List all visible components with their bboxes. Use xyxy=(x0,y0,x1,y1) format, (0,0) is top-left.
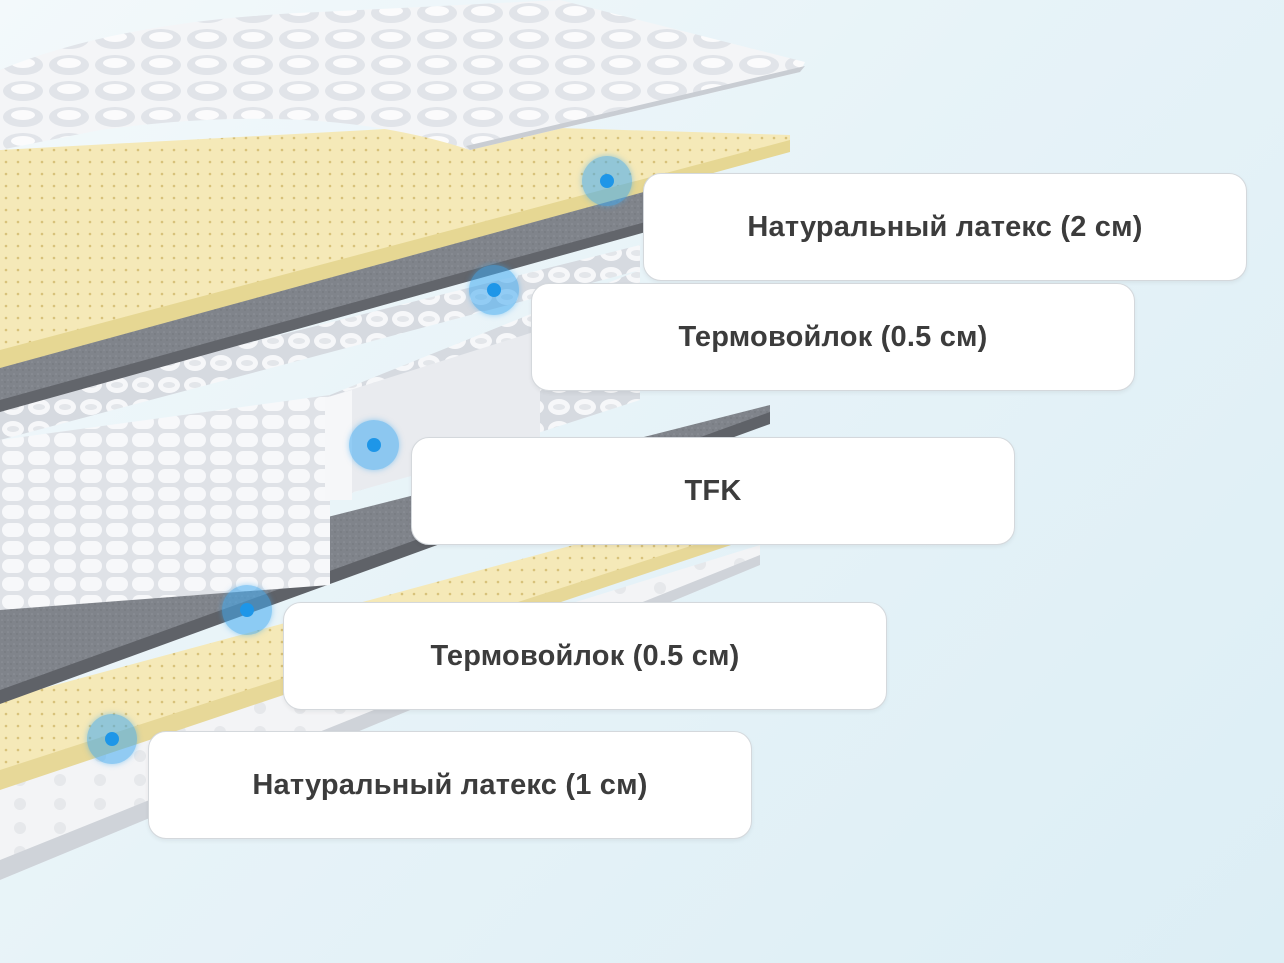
layer-label-bottom-latex: Натуральный латекс (1 см) xyxy=(148,731,752,839)
layer-label-text: Термовойлок (0.5 см) xyxy=(678,321,987,354)
layer-marker-1[interactable] xyxy=(582,156,632,206)
layer-marker-5[interactable] xyxy=(87,714,137,764)
layer-label-text: Натуральный латекс (1 см) xyxy=(252,769,647,802)
layer-label-upper-felt: Термовойлок (0.5 см) xyxy=(531,283,1135,391)
top-quilted-cover xyxy=(0,0,805,150)
layer-marker-2[interactable] xyxy=(469,265,519,315)
layer-label-top-latex: Натуральный латекс (2 см) xyxy=(643,173,1247,281)
layer-label-lower-felt: Термовойлок (0.5 см) xyxy=(283,602,887,710)
layer-label-text: Натуральный латекс (2 см) xyxy=(747,211,1142,244)
layer-label-text: TFK xyxy=(685,475,742,508)
layer-label-tfk: TFK xyxy=(411,437,1015,545)
layer-label-text: Термовойлок (0.5 см) xyxy=(430,640,739,673)
layer-marker-3[interactable] xyxy=(349,420,399,470)
layer-marker-4[interactable] xyxy=(222,585,272,635)
